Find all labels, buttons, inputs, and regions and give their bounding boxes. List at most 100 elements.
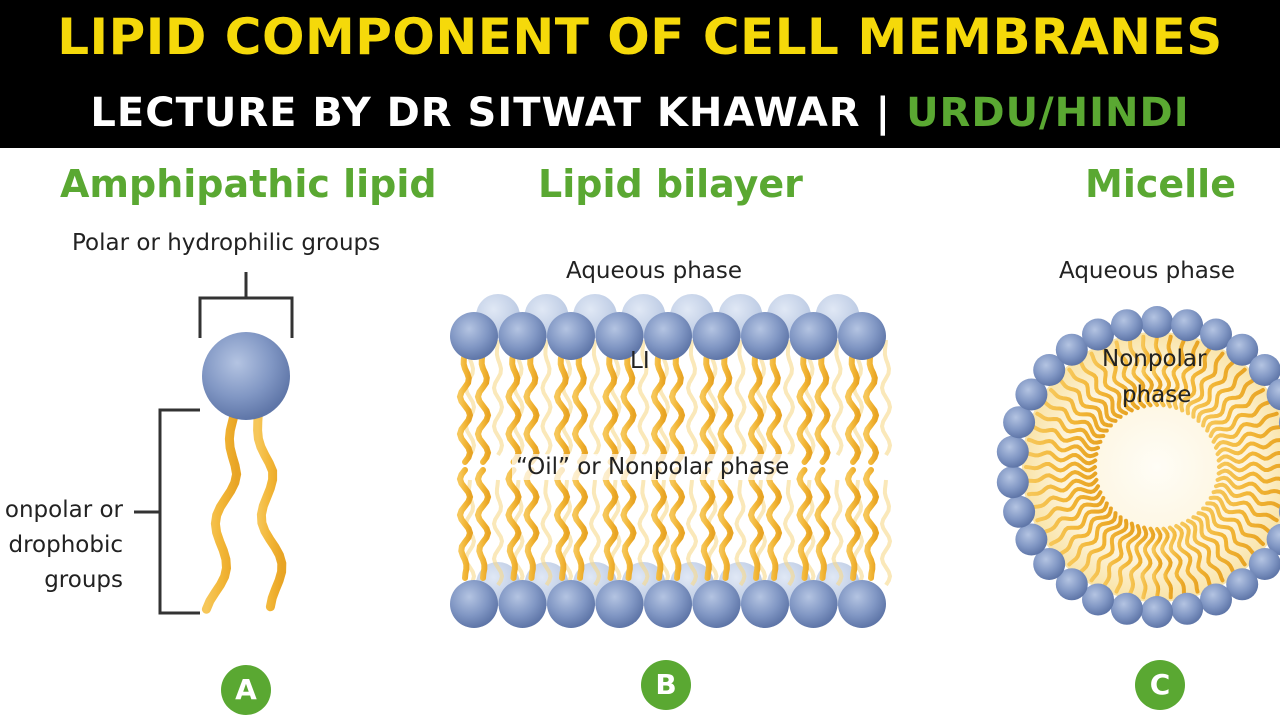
bilayer-back-tail bbox=[491, 339, 505, 457]
micelle-tail bbox=[1196, 511, 1247, 567]
micelle-head bbox=[1200, 583, 1232, 616]
bilayer-tail-bottom bbox=[844, 467, 862, 581]
micelle-tail bbox=[1049, 388, 1109, 433]
micelle-tail bbox=[1114, 524, 1142, 594]
bilayer-tail-top bbox=[699, 347, 716, 465]
badge-a: A bbox=[221, 665, 271, 715]
bilayer-head-top bbox=[498, 312, 547, 360]
label-micelle-nonpolar-line2: phase bbox=[1122, 382, 1192, 408]
micelle-tail bbox=[1179, 345, 1213, 413]
micelle-tail bbox=[1140, 334, 1154, 408]
bilayer-tail-top bbox=[765, 347, 783, 465]
label-polar-groups: Polar or hydrophilic groups bbox=[72, 230, 381, 256]
bilayer-head-top bbox=[692, 312, 741, 360]
micelle-tail bbox=[1127, 525, 1149, 598]
micelle-head bbox=[1033, 354, 1066, 386]
bilayer-back-tail bbox=[540, 339, 553, 457]
bilayer-back-tail bbox=[831, 479, 844, 587]
amphipathic-lipid-graphic bbox=[134, 272, 294, 615]
bilayer-tail-bottom bbox=[668, 467, 686, 581]
micelle-tail bbox=[1078, 515, 1123, 575]
micelle-tail bbox=[1160, 526, 1174, 600]
bilayer-back-tail bbox=[637, 339, 650, 457]
micelle-head bbox=[1055, 568, 1088, 601]
heading-micelle: Micelle bbox=[1085, 162, 1236, 206]
micelle-tail bbox=[1196, 367, 1247, 423]
micelle-tail bbox=[1024, 461, 1097, 473]
micelle-tail bbox=[1180, 521, 1213, 589]
micelle-head bbox=[1003, 495, 1036, 528]
tail-left bbox=[201, 400, 242, 614]
micelle-tail bbox=[1030, 484, 1100, 510]
micelle-head bbox=[1226, 333, 1259, 366]
badge-c: C bbox=[1135, 660, 1185, 710]
micelle-tail bbox=[1217, 461, 1280, 473]
micelle-tail bbox=[1127, 336, 1147, 409]
micelle-head bbox=[1015, 523, 1048, 556]
micelle-tail bbox=[1201, 506, 1257, 557]
bilayer-tail-top bbox=[553, 347, 571, 465]
micelle-tail bbox=[1216, 468, 1280, 484]
banner-title: LIPID COMPONENT OF CELL MEMBRANES bbox=[57, 8, 1223, 66]
tail-right bbox=[253, 400, 287, 612]
heading-amphipathic-lipid: Amphipathic lipid bbox=[60, 162, 437, 206]
micelle-head bbox=[1055, 333, 1088, 366]
micelle-tail bbox=[1216, 450, 1280, 464]
micelle-head bbox=[1171, 309, 1204, 342]
bilayer-tail-top bbox=[602, 347, 619, 465]
micelle-head bbox=[1110, 592, 1143, 625]
micelle-tail bbox=[1208, 399, 1273, 438]
bilayer-tail-top bbox=[814, 347, 831, 465]
bilayer-head-bottom bbox=[838, 580, 886, 628]
micelle-tail bbox=[1172, 340, 1200, 410]
micelle-tail bbox=[1041, 496, 1106, 535]
micelle-tail bbox=[1057, 377, 1113, 428]
bilayer-head-bottom bbox=[741, 580, 789, 628]
label-nonpolar-groups-line1: onpolar or bbox=[4, 497, 123, 523]
micelle-tail bbox=[1035, 411, 1103, 445]
bilayer-head-top bbox=[644, 312, 692, 360]
label-oil-nonpolar-phase: “Oil” or Nonpolar phase bbox=[512, 454, 794, 480]
bilayer-head-top bbox=[741, 312, 789, 360]
bilayer-tail-top bbox=[650, 347, 668, 465]
nonpolar-bracket bbox=[134, 408, 200, 615]
micelle-tail bbox=[1114, 340, 1140, 410]
lipid-bilayer-graphic bbox=[450, 294, 893, 628]
bilayer-back-tail bbox=[588, 479, 602, 587]
bilayer-tail-bottom bbox=[796, 467, 813, 581]
bilayer-tail-top bbox=[796, 347, 813, 465]
bilayer-tail-bottom bbox=[747, 467, 765, 581]
bilayer-tail-bottom bbox=[650, 467, 668, 581]
micelle-tail bbox=[1174, 524, 1200, 594]
micelle-tail bbox=[1035, 490, 1103, 523]
bilayer-tail-bottom bbox=[553, 467, 571, 581]
micelle-tail bbox=[1026, 437, 1099, 459]
label-nonpolar-groups-line2: drophobic bbox=[8, 532, 123, 558]
label-nonpolar-groups-line3: groups bbox=[44, 567, 123, 593]
polar-head bbox=[202, 332, 290, 420]
micelle-tail bbox=[1185, 351, 1225, 416]
micelle-head bbox=[1248, 354, 1280, 386]
bilayer-tail-bottom bbox=[765, 467, 783, 581]
micelle-head bbox=[1266, 378, 1280, 411]
micelle-tail bbox=[1140, 526, 1156, 600]
heading-lipid-bilayer: Lipid bilayer bbox=[538, 162, 803, 206]
bilayer-back-tail bbox=[685, 339, 699, 457]
micelle-tail bbox=[1201, 377, 1257, 428]
micelle-tail bbox=[1211, 489, 1279, 523]
bilayer-tail-bottom bbox=[523, 467, 540, 581]
bilayer-head-bottom bbox=[547, 580, 595, 628]
bilayer-tail-bottom bbox=[699, 467, 716, 581]
bilayer-back-tail bbox=[782, 479, 796, 587]
bilayer-tail-top bbox=[523, 347, 540, 465]
bilayer-back-tail bbox=[588, 339, 602, 457]
bilayer-back-tail bbox=[734, 479, 747, 587]
micelle-head bbox=[1082, 583, 1114, 616]
bilayer-tail-bottom bbox=[474, 467, 492, 581]
bilayer-head-top bbox=[595, 312, 644, 360]
bilayer-tail-bottom bbox=[620, 467, 637, 581]
polar-bracket bbox=[198, 272, 294, 338]
bilayer-tail-top bbox=[620, 347, 637, 465]
bilayer-head-bottom bbox=[498, 580, 547, 628]
